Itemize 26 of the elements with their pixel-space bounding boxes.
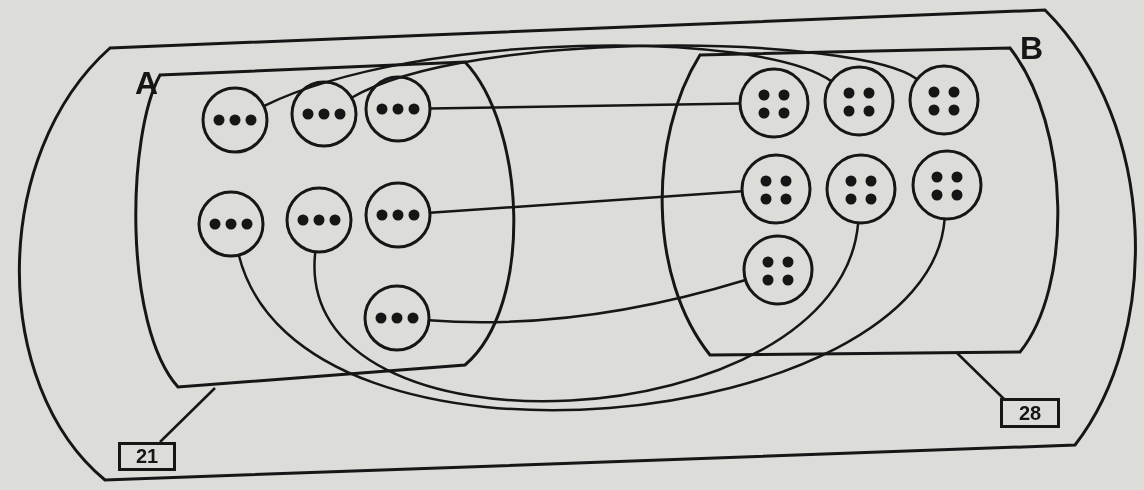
element-circle <box>740 153 812 225</box>
callout-number: 21 <box>118 442 176 471</box>
connector-line <box>430 102 740 110</box>
element-circle <box>364 75 432 143</box>
connector-line <box>237 218 946 411</box>
callout-number: 28 <box>1000 398 1060 428</box>
element-circle <box>825 153 897 225</box>
element-circle <box>738 67 810 139</box>
connector-line <box>314 222 860 402</box>
connector-line <box>351 44 918 99</box>
element-circle <box>908 64 980 136</box>
element-circle <box>364 181 432 249</box>
element-circle <box>285 186 353 254</box>
element-circle <box>911 149 983 221</box>
leader-line <box>956 352 1005 400</box>
element-circle <box>363 284 431 352</box>
connector-line <box>428 278 746 324</box>
connector-line <box>263 44 832 108</box>
set-label: B <box>1020 32 1044 64</box>
element-circle <box>290 80 358 148</box>
element-circle <box>201 86 269 154</box>
leader-line <box>159 387 216 443</box>
element-circle <box>197 190 265 258</box>
connector-line <box>429 190 743 215</box>
element-circle <box>823 65 895 137</box>
element-circle <box>742 234 814 306</box>
